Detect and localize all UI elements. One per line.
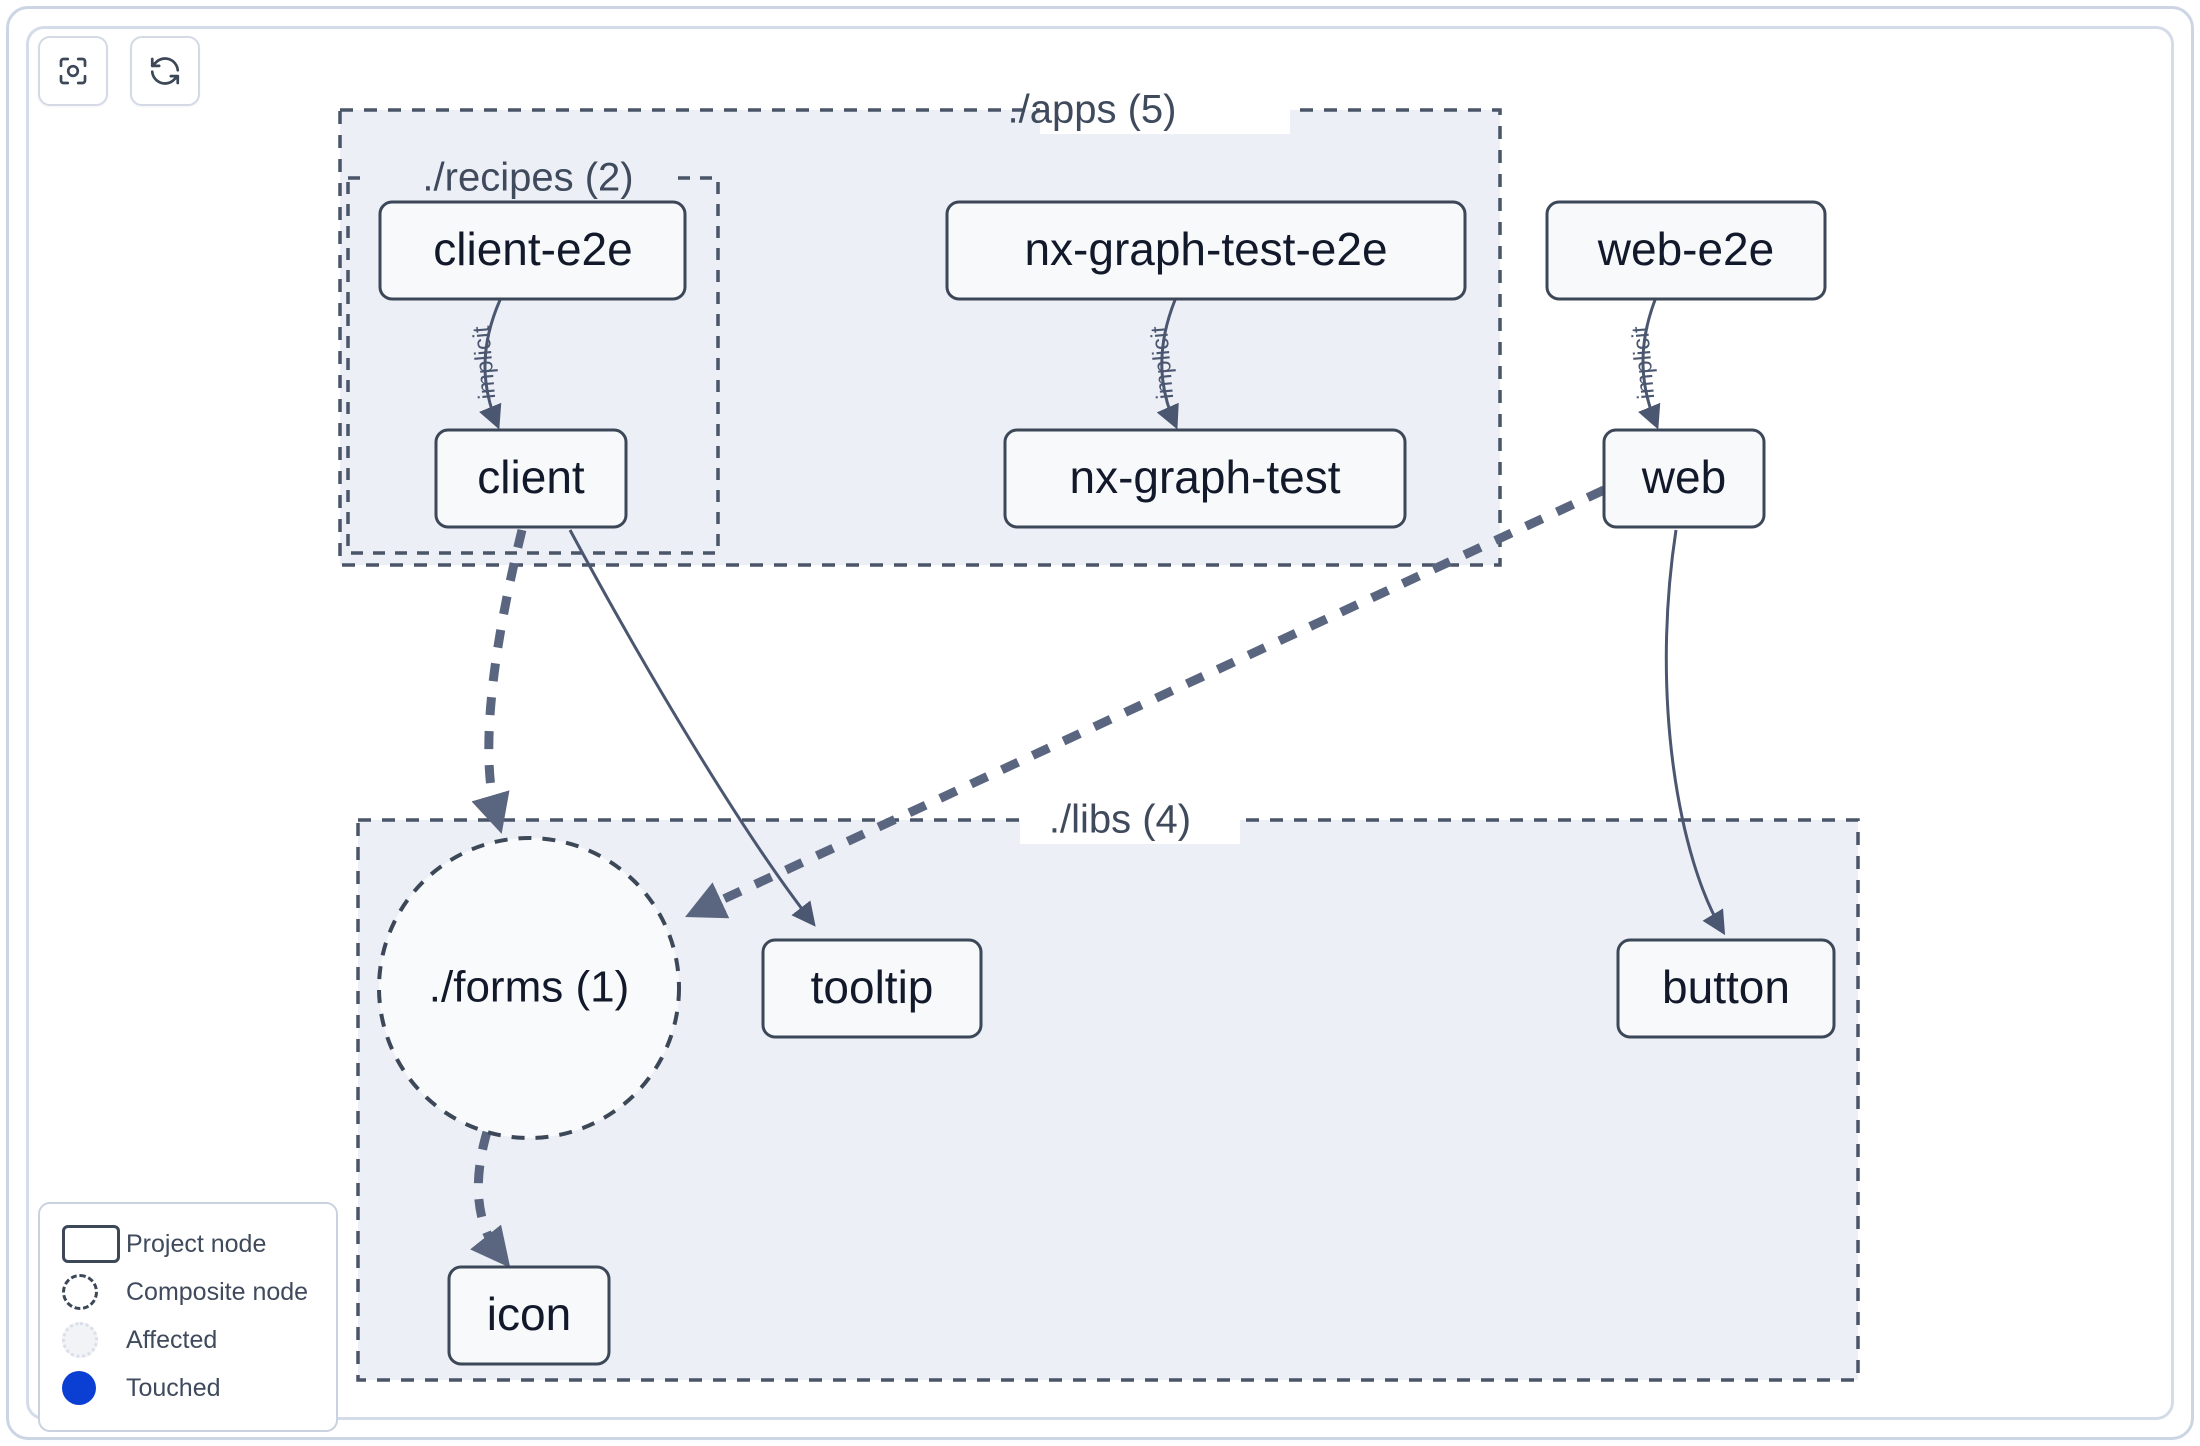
node-tooltip[interactable]: tooltip [761,938,983,1039]
affected-swatch [62,1322,126,1358]
refresh-icon [147,53,183,89]
legend-item-composite-node: Composite node [62,1268,318,1316]
node-label-client-e2e: client-e2e [433,223,632,275]
legend-label-affected: Affected [126,1325,218,1354]
legend-item-project-node: Project node [62,1220,318,1268]
node-web-e2e[interactable]: web-e2e [1545,200,1827,301]
node-label-nx-graph-test: nx-graph-test [1069,451,1340,503]
graph-edges: implicit implicit implicit [468,299,1726,1268]
edge-client-e2e-to-client[interactable]: implicit [468,299,502,430]
composite-node-swatch [62,1274,126,1310]
node-client-e2e[interactable]: client-e2e [378,200,687,301]
graph-legend: Project node Composite node Affected Tou… [38,1202,338,1432]
focus-graph-button[interactable] [38,36,108,106]
edge-web-to-forms[interactable] [685,485,1606,919]
node-forms-composite[interactable]: ./forms (1) [377,836,681,1140]
edge-client-to-tooltip[interactable] [568,529,816,927]
project-node-swatch [62,1225,126,1263]
edge-forms-to-icon[interactable] [470,1130,511,1268]
node-client[interactable]: client [434,428,628,529]
touched-swatch [62,1371,126,1405]
legend-item-touched: Touched [62,1364,318,1412]
refresh-graph-button[interactable] [130,36,200,106]
edge-webe2e-to-web[interactable]: implicit [1627,299,1661,430]
focus-target-icon [55,53,91,89]
edge-client-to-forms[interactable] [471,528,527,834]
node-label-tooltip: tooltip [811,961,934,1013]
node-web[interactable]: web [1602,428,1766,529]
node-label-button: button [1662,961,1790,1013]
edge-nxe2e-to-nx[interactable]: implicit [1146,299,1179,430]
node-label-web-e2e: web-e2e [1597,223,1774,275]
group-label-recipes: ./recipes (2) [422,156,633,200]
node-label-web: web [1641,451,1726,503]
node-button[interactable]: button [1616,938,1836,1039]
node-label-forms: ./forms (1) [429,963,629,1012]
legend-label-project-node: Project node [126,1229,267,1258]
legend-item-affected: Affected [62,1316,318,1364]
node-nx-graph-test[interactable]: nx-graph-test [1003,428,1407,529]
graph-toolbar [38,36,200,106]
edge-label-implicit-2: implicit [1146,325,1179,401]
edge-label-implicit-1: implicit [468,325,501,401]
node-label-icon: icon [487,1288,571,1340]
legend-label-composite-node: Composite node [126,1277,309,1306]
edge-label-implicit-3: implicit [1627,325,1660,401]
group-label-apps: ./apps (5) [1008,88,1177,132]
edge-web-to-button[interactable] [1664,529,1726,936]
node-label-nx-graph-test-e2e: nx-graph-test-e2e [1024,223,1387,275]
node-label-client: client [477,451,585,503]
legend-label-touched: Touched [126,1373,221,1402]
group-label-libs: ./libs (4) [1049,798,1191,842]
node-nx-graph-test-e2e[interactable]: nx-graph-test-e2e [945,200,1467,301]
node-icon[interactable]: icon [447,1265,611,1366]
